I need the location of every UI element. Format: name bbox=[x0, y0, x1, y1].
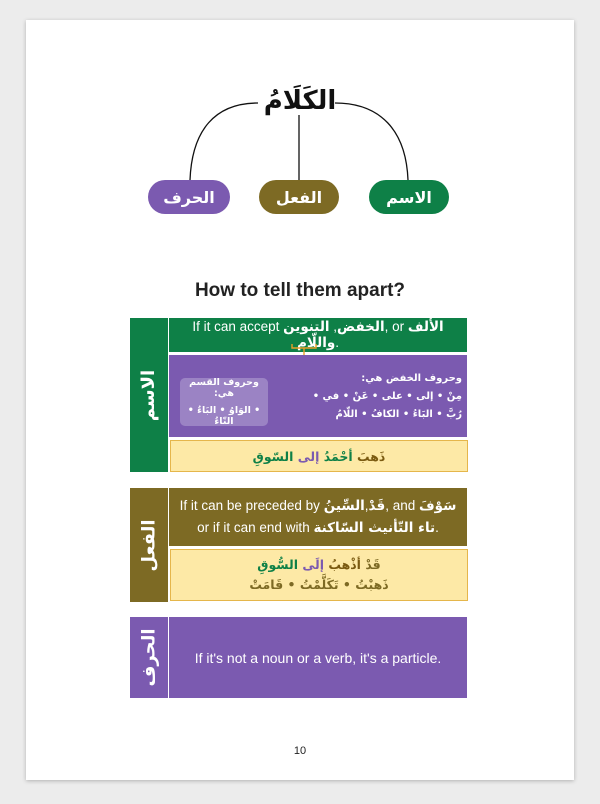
khafd-letters-panel: وحروف الخفض هي: مِنْ • إلى • على • عَنْ … bbox=[286, 370, 462, 424]
fil-rule-box: If it can be preceded by قَدْ,السِّينُ, … bbox=[169, 488, 467, 546]
ism-rule-box: If it can accept الخفض, التنوين, or الأل… bbox=[169, 318, 467, 352]
ism-example: ذَهبَ أحْمَدُ إلى السّوقِ bbox=[252, 448, 386, 464]
pill-ism: الاسم bbox=[369, 180, 449, 214]
fil-rule-line1: If it can be preceded by قَدْ,السِّينُ, … bbox=[179, 498, 457, 514]
qasam-list: • الوَاوُ • البَاءُ • التّاءُ bbox=[187, 405, 261, 427]
khafd-title: وحروف الخفض هي: bbox=[361, 373, 462, 384]
page-number: 10 bbox=[293, 745, 307, 757]
diagram-root-title: الكَلَامُ bbox=[263, 86, 337, 116]
ism-rule-text: If it can accept الخفض, التنوين, or الأل… bbox=[192, 319, 444, 351]
ism-example-box: ذَهبَ أحْمَدُ إلى السّوقِ bbox=[170, 440, 468, 472]
qasam-title: وحروف القسم هي: bbox=[189, 377, 259, 399]
pill-harf: الحرف bbox=[148, 180, 230, 214]
ism-side-label: الاسم bbox=[130, 318, 168, 472]
pill-fil: الفعل bbox=[259, 180, 339, 214]
fil-example-1: قَدْ أذْهبُ إلَى السُّوقِ bbox=[257, 557, 381, 572]
fil-side-label: الفعل bbox=[130, 488, 168, 602]
khafd-list-1: مِنْ • إلى • على • عَنْ • في • bbox=[312, 391, 462, 402]
qasam-letters-panel: وحروف القسم هي: • الوَاوُ • البَاءُ • ال… bbox=[180, 377, 268, 427]
fil-example-box: قَدْ أذْهبُ إلَى السُّوقِ ذَهبْتُ • تَكَ… bbox=[170, 549, 468, 601]
harf-rule-text: If it's not a noun or a verb, it's a par… bbox=[194, 649, 442, 666]
section-heading: How to tell them apart? bbox=[194, 280, 406, 301]
harf-side-label: الحرف bbox=[130, 617, 168, 698]
connector-right bbox=[334, 102, 409, 181]
khafd-list-2: رُبَّ • البَاءُ • الكافُ • اللّامُ bbox=[335, 409, 462, 420]
fil-example-2: ذَهبْتُ • تَكَلَّمْتُ • قَامَتْ bbox=[249, 577, 389, 592]
harf-rule-box: If it's not a noun or a verb, it's a par… bbox=[169, 617, 467, 698]
fil-rule-line2: or if it can end with تاء التّأنيث السّا… bbox=[197, 520, 439, 536]
connector-left bbox=[189, 102, 259, 181]
